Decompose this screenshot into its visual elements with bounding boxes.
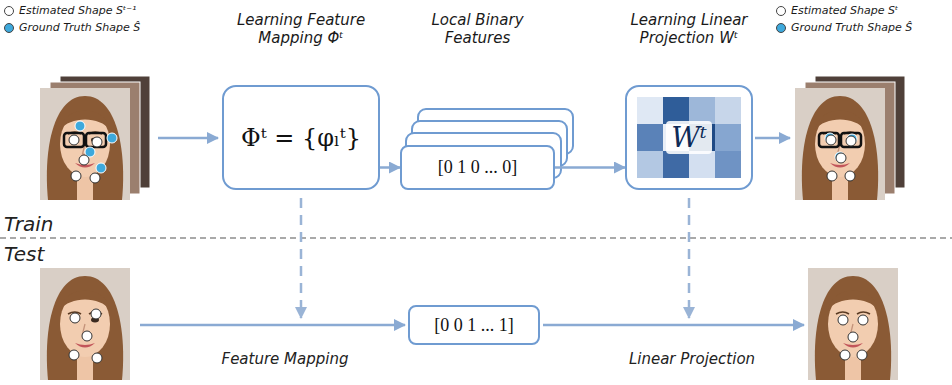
estimated-landmark: [90, 173, 100, 183]
matrix-cell: [689, 97, 715, 124]
legend-swatch: [776, 23, 786, 33]
landmarks: [69, 121, 117, 183]
estimated-landmark: [69, 135, 79, 145]
matrix-cell: [637, 151, 663, 178]
box-text: Wᵗ: [666, 121, 712, 154]
test-feature-vector: [0 0 1 ... 1]: [408, 305, 540, 345]
phase-label: Train: [4, 212, 53, 236]
legend-swatch: [4, 23, 14, 33]
legend-entry: Ground Truth Shape Ŝ: [4, 21, 140, 34]
estimated-landmark: [848, 332, 858, 342]
estimated-landmark: [69, 350, 79, 360]
estimated-landmark: [827, 171, 837, 181]
estimated-landmark: [82, 331, 92, 341]
legend-text: Estimated Shape Sᵗ: [791, 4, 898, 17]
estimated-landmark: [845, 171, 855, 181]
phase-label: Test: [4, 242, 44, 266]
flow-arrow: [158, 137, 218, 140]
landmarks: [825, 133, 857, 181]
matrix-cell: [663, 97, 689, 124]
landmarks: [838, 315, 868, 360]
estimated-landmark: [92, 137, 102, 147]
box-text: [0 1 0 ... 0]: [438, 157, 518, 178]
estimated-landmark: [846, 136, 856, 146]
legend-text: Ground Truth Shape Ŝ: [791, 21, 912, 34]
truth-landmark: [107, 133, 117, 143]
matrix-cell: [715, 151, 741, 178]
transfer-arrow: [688, 198, 691, 318]
estimated-landmark: [91, 309, 101, 319]
step-label: Feature Mapping: [222, 350, 349, 368]
estimated-landmark: [836, 153, 846, 163]
estimated-landmark: [79, 155, 89, 165]
flow-arrow: [140, 324, 405, 327]
step-heading: Learning Linear Projection Wᵗ: [599, 11, 779, 47]
truth-landmark: [96, 163, 106, 173]
glasses: [64, 133, 84, 147]
estimated-landmark: [840, 350, 850, 360]
matrix-cell: [715, 97, 741, 124]
step-heading: Local Binary Features: [408, 11, 548, 47]
face-photo: [40, 268, 130, 380]
truth-landmark: [75, 121, 85, 131]
estimated-landmark: [92, 353, 102, 363]
legend-text: Estimated Shape Sᵗ⁻¹: [19, 4, 136, 17]
estimated-landmark: [71, 171, 81, 181]
legend-entry: Estimated Shape Sᵗ: [776, 4, 898, 17]
matrix-cell: [715, 124, 741, 151]
legend-text: Ground Truth Shape Ŝ: [19, 21, 140, 34]
legend-swatch: [776, 6, 786, 16]
matrix-cell: [637, 124, 663, 151]
step-label: Linear Projection: [629, 350, 755, 368]
flow-connector: [380, 166, 400, 169]
glasses: [819, 133, 839, 147]
step-heading: Learning Feature Mapping Φᵗ: [206, 11, 396, 47]
face-photo: [795, 88, 885, 200]
box-text: [0 0 1 ... 1]: [434, 315, 514, 336]
estimated-landmark: [858, 315, 868, 325]
landmarks: [69, 309, 102, 363]
face-photo: [40, 88, 130, 200]
matrix-cell: [689, 151, 715, 178]
flow-arrow: [543, 324, 804, 327]
truth-landmark: [835, 152, 845, 162]
glasses: [841, 133, 861, 147]
matrix-cell: [637, 97, 663, 124]
transfer-arrow: [300, 198, 303, 318]
legend-swatch: [4, 6, 14, 16]
box-text: Φᵗ = {φₗᵗ}: [241, 124, 361, 152]
flow-connector: [555, 166, 625, 169]
legend-entry: Ground Truth Shape Ŝ: [776, 21, 912, 34]
feature-mapping-box: Learning Feature Mapping ΦᵗΦᵗ = {φₗᵗ}: [222, 85, 380, 190]
estimated-landmark: [826, 135, 836, 145]
glasses: [86, 133, 106, 147]
flow-arrow: [755, 137, 790, 140]
projection-matrix-box: Learning Linear Projection WᵗWᵗ: [625, 85, 753, 190]
face-photo: [808, 268, 898, 380]
binary-feature-card: Local Binary Features[0 1 0 ... 0]: [400, 145, 555, 190]
estimated-landmark: [70, 313, 80, 323]
matrix-cell: [663, 151, 689, 178]
estimated-landmark: [857, 350, 867, 360]
estimated-landmark: [838, 315, 848, 325]
legend-entry: Estimated Shape Sᵗ⁻¹: [4, 4, 136, 17]
separator-line: [0, 237, 952, 238]
